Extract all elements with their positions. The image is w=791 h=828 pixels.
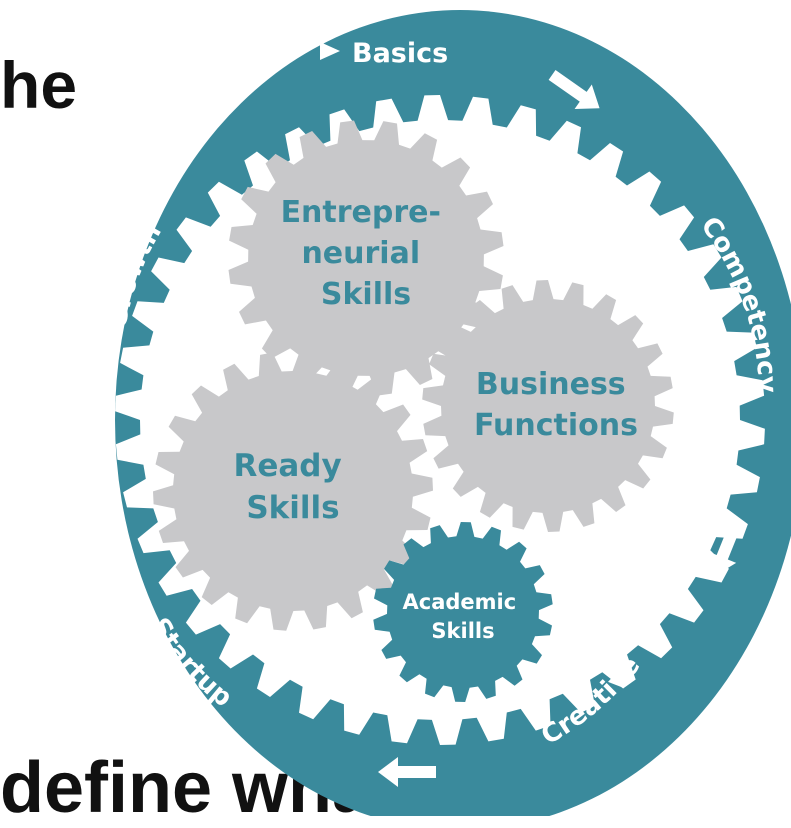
ring-label-basics: Basics (352, 38, 448, 69)
gear-business-functions: Business Functions (422, 280, 674, 532)
arrow-icon (58, 470, 89, 529)
svg-text:Business Functions: Business Functions (474, 367, 638, 443)
gear-ready-line-2: Skills (246, 490, 339, 526)
gear-academic-line-1: Academic (403, 590, 517, 614)
ring-label-basics-group: Basics (320, 38, 448, 69)
gear-ready-skills: Ready Skills (153, 351, 433, 631)
gear-business-shape (422, 280, 674, 532)
gear-entrepreneurial-skills: Entrepre- neurial Skills (228, 120, 504, 396)
gear-academic-line-2: Skills (431, 619, 494, 643)
arrow-icon (548, 70, 600, 110)
gear-entrepreneurial-shape (228, 120, 504, 396)
gear-ready-shape (153, 351, 433, 631)
gear-ready-line-1: Ready (233, 448, 341, 484)
svg-text:Ready Skills: Ready Skills (233, 448, 352, 526)
gear-entrepreneurial-line-3: Skills (321, 277, 411, 312)
gear-business-line-2: Functions (474, 408, 638, 443)
gear-entrepreneurial-line-2: neurial (301, 236, 420, 271)
gear-entrepreneurial-line-1: Entrepre- (281, 195, 441, 230)
arrow-icon (708, 519, 743, 576)
play-triangle-icon (320, 42, 340, 60)
gear-academic-skills: Academic Skills (373, 522, 553, 702)
arrow-icon (378, 757, 436, 787)
background-heading-fragment: he (0, 48, 78, 122)
svg-text:Academic Skills: Academic Skills (403, 590, 524, 643)
gear-business-line-1: Business (476, 367, 626, 402)
gear-academic-shape (373, 522, 553, 702)
svg-text:Entrepre- neurial: Entrepre- neurial Skills (281, 195, 452, 312)
